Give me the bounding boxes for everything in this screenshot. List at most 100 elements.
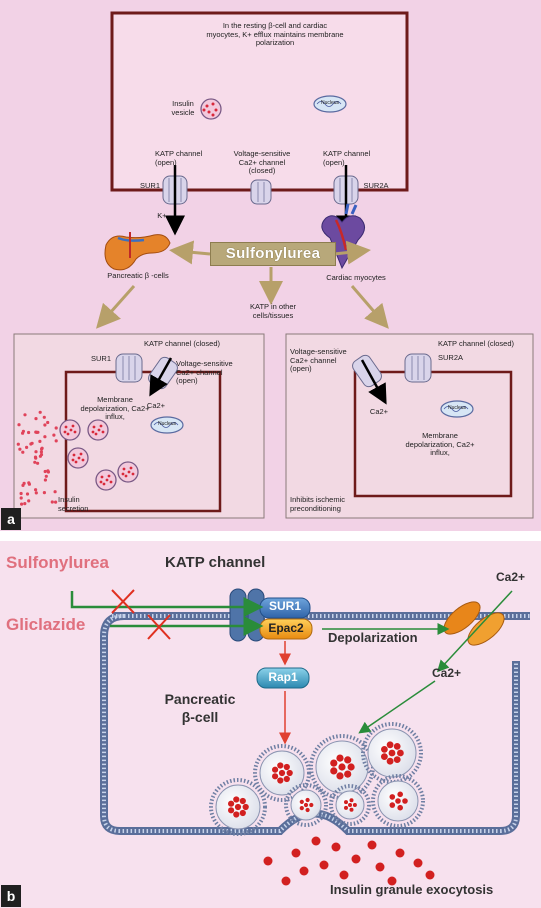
sulfonylurea-box: Sulfonylurea [210, 242, 336, 266]
sur1-label-top: SUR1 [139, 181, 160, 190]
secreted-insulin-dot [54, 426, 58, 430]
sur1-label-bottom: SUR1 [90, 354, 111, 363]
secreted-insulin-dot [16, 442, 20, 446]
exocytosis-dot [375, 862, 385, 872]
secreted-insulin-dot [33, 455, 38, 459]
nucleus-label-bottom-right: Nucleus [447, 405, 467, 411]
secreted-insulin-dot [39, 450, 44, 454]
secreted-insulin-dot [33, 460, 37, 464]
insulin-granule [284, 783, 328, 827]
panel-a-letter: a [1, 508, 21, 530]
panel-a-graphics [13, 11, 534, 519]
insulin-vesicle-icon [200, 98, 222, 120]
exocytosis-dot [263, 856, 273, 866]
sulfonylurea-label: Sulfonylurea [6, 553, 109, 572]
sur2a-label-bottom: SUR2A [438, 353, 464, 362]
exocytosis-dot [299, 866, 309, 876]
cell-membrane-hatch [102, 614, 518, 833]
katp-channel-label: KATP channel [165, 554, 266, 571]
exocytosis-dot [319, 860, 329, 870]
katp-closed-left-label: KATP channel (closed) [144, 339, 221, 348]
secreted-insulin-dot [42, 491, 47, 495]
secreted-insulin-dot [52, 433, 56, 437]
membrane-text-right: Membrane depolarization, Ca2+ influx, [405, 431, 475, 458]
katp-channel-closed-left-icon [115, 353, 143, 383]
nucleus-bottom-left-icon [150, 416, 184, 434]
secreted-insulin-dot [19, 496, 23, 500]
katp-open-left-label: KATP channel (open) [155, 149, 203, 167]
secreted-insulin-dot [36, 461, 40, 465]
nucleus-bottom-right-icon [440, 400, 474, 418]
secreted-insulin-dot [21, 450, 25, 454]
rap1-label: Rap1 [268, 670, 298, 684]
secreted-insulin-dot [50, 500, 54, 504]
ca-influx-arrow-left [149, 357, 173, 397]
red-x-icon-1 [111, 589, 135, 614]
insulin-granule [371, 774, 425, 828]
secreted-insulin-dot [23, 502, 27, 506]
secreted-insulin-dot [21, 429, 25, 433]
exocytosis-dot [367, 840, 377, 850]
secreted-insulin-dot [44, 474, 48, 478]
heart-to-bottom-arrow [350, 285, 389, 329]
insulin-granule [329, 784, 371, 826]
secreted-insulin-dot [40, 446, 44, 450]
sulf-to-heart-arrow [333, 240, 371, 265]
exocytosis-dot [351, 854, 361, 864]
secreted-insulin-dot [39, 453, 44, 457]
secreted-insulin-dot [46, 420, 50, 425]
insulin-granule [361, 722, 423, 784]
exocytosis-dot [331, 842, 341, 852]
katp-closed-right-label: KATP channel (closed) [438, 339, 515, 348]
secreted-insulin-dot [27, 430, 31, 435]
ca-influx-arrow [436, 590, 513, 673]
voltage-closed-label: Voltage-sensitive Ca2+ channel (closed) [233, 149, 291, 176]
secreted-insulin-dot [27, 499, 31, 503]
secreted-insulin-dot [43, 423, 47, 427]
secreted-insulin-dot [43, 478, 48, 482]
gliclazide-label: Gliclazide [6, 615, 86, 634]
insulin-granule [253, 744, 311, 802]
secreted-insulin-dot [25, 445, 29, 449]
secreted-insulin-dot [34, 417, 38, 421]
secreted-insulin-dot [29, 442, 33, 446]
exocytosis-dots [263, 836, 435, 886]
pancreas-to-bottom-arrow [96, 285, 136, 329]
secreted-insulin-dot [38, 410, 42, 414]
katp-open-right-label: KATP channel (open) [323, 149, 371, 167]
ca-channel-icon [443, 601, 505, 646]
ca-influx-arrow-right [360, 359, 387, 405]
exocytosis-label: Insulin granule exocytosis [330, 882, 494, 897]
sur1-label: SUR1 [268, 599, 301, 613]
panel-a: In the resting β-cell and cardiac myocyt… [0, 0, 541, 531]
ca-top-label: Ca2+ [496, 570, 526, 584]
inhibits-label: Inhibits ischemic preconditioning [290, 495, 346, 513]
exocytosis-dot [387, 876, 397, 886]
secreted-insulin-dot [35, 430, 39, 434]
pancreas-icon [104, 232, 171, 271]
sur2a-label-top: SUR2A [363, 181, 389, 190]
membrane-text-left: Membrane depolarization, Ca2+ influx, [80, 395, 150, 422]
pancreatic-label: Pancreatic [164, 691, 236, 707]
beta-cell-label: β-cell [181, 709, 219, 725]
sulf-to-pancreas-arrow [169, 240, 211, 265]
ca-to-granule-arrow [358, 680, 436, 734]
bottom-left-cell [64, 370, 222, 513]
secreted-insulin-dot [25, 492, 30, 496]
katp-channel-closed-right-icon [404, 353, 432, 383]
secreted-insulin-dot [34, 491, 38, 495]
sulfonylurea-arrow [70, 591, 264, 617]
panel-b-letter: b [1, 885, 21, 907]
top-cell-membrane [110, 11, 409, 192]
secreted-insulin-dot [53, 490, 57, 494]
epac2-label: Epac2 [268, 621, 304, 635]
ca-label-left: Ca2+ [146, 401, 166, 410]
exocytosis-dot [339, 870, 349, 880]
insulin-vesicle-label: Insulin vesicle [171, 99, 195, 117]
panel-b-graphics [70, 588, 530, 886]
nucleus-label-bottom-left: Nucleus [157, 421, 177, 427]
exocytosis-dot [281, 876, 291, 886]
insulin-vesicles-group [59, 419, 139, 491]
secreted-insulin-dot [43, 435, 47, 439]
bottom-right-cell [353, 370, 513, 498]
